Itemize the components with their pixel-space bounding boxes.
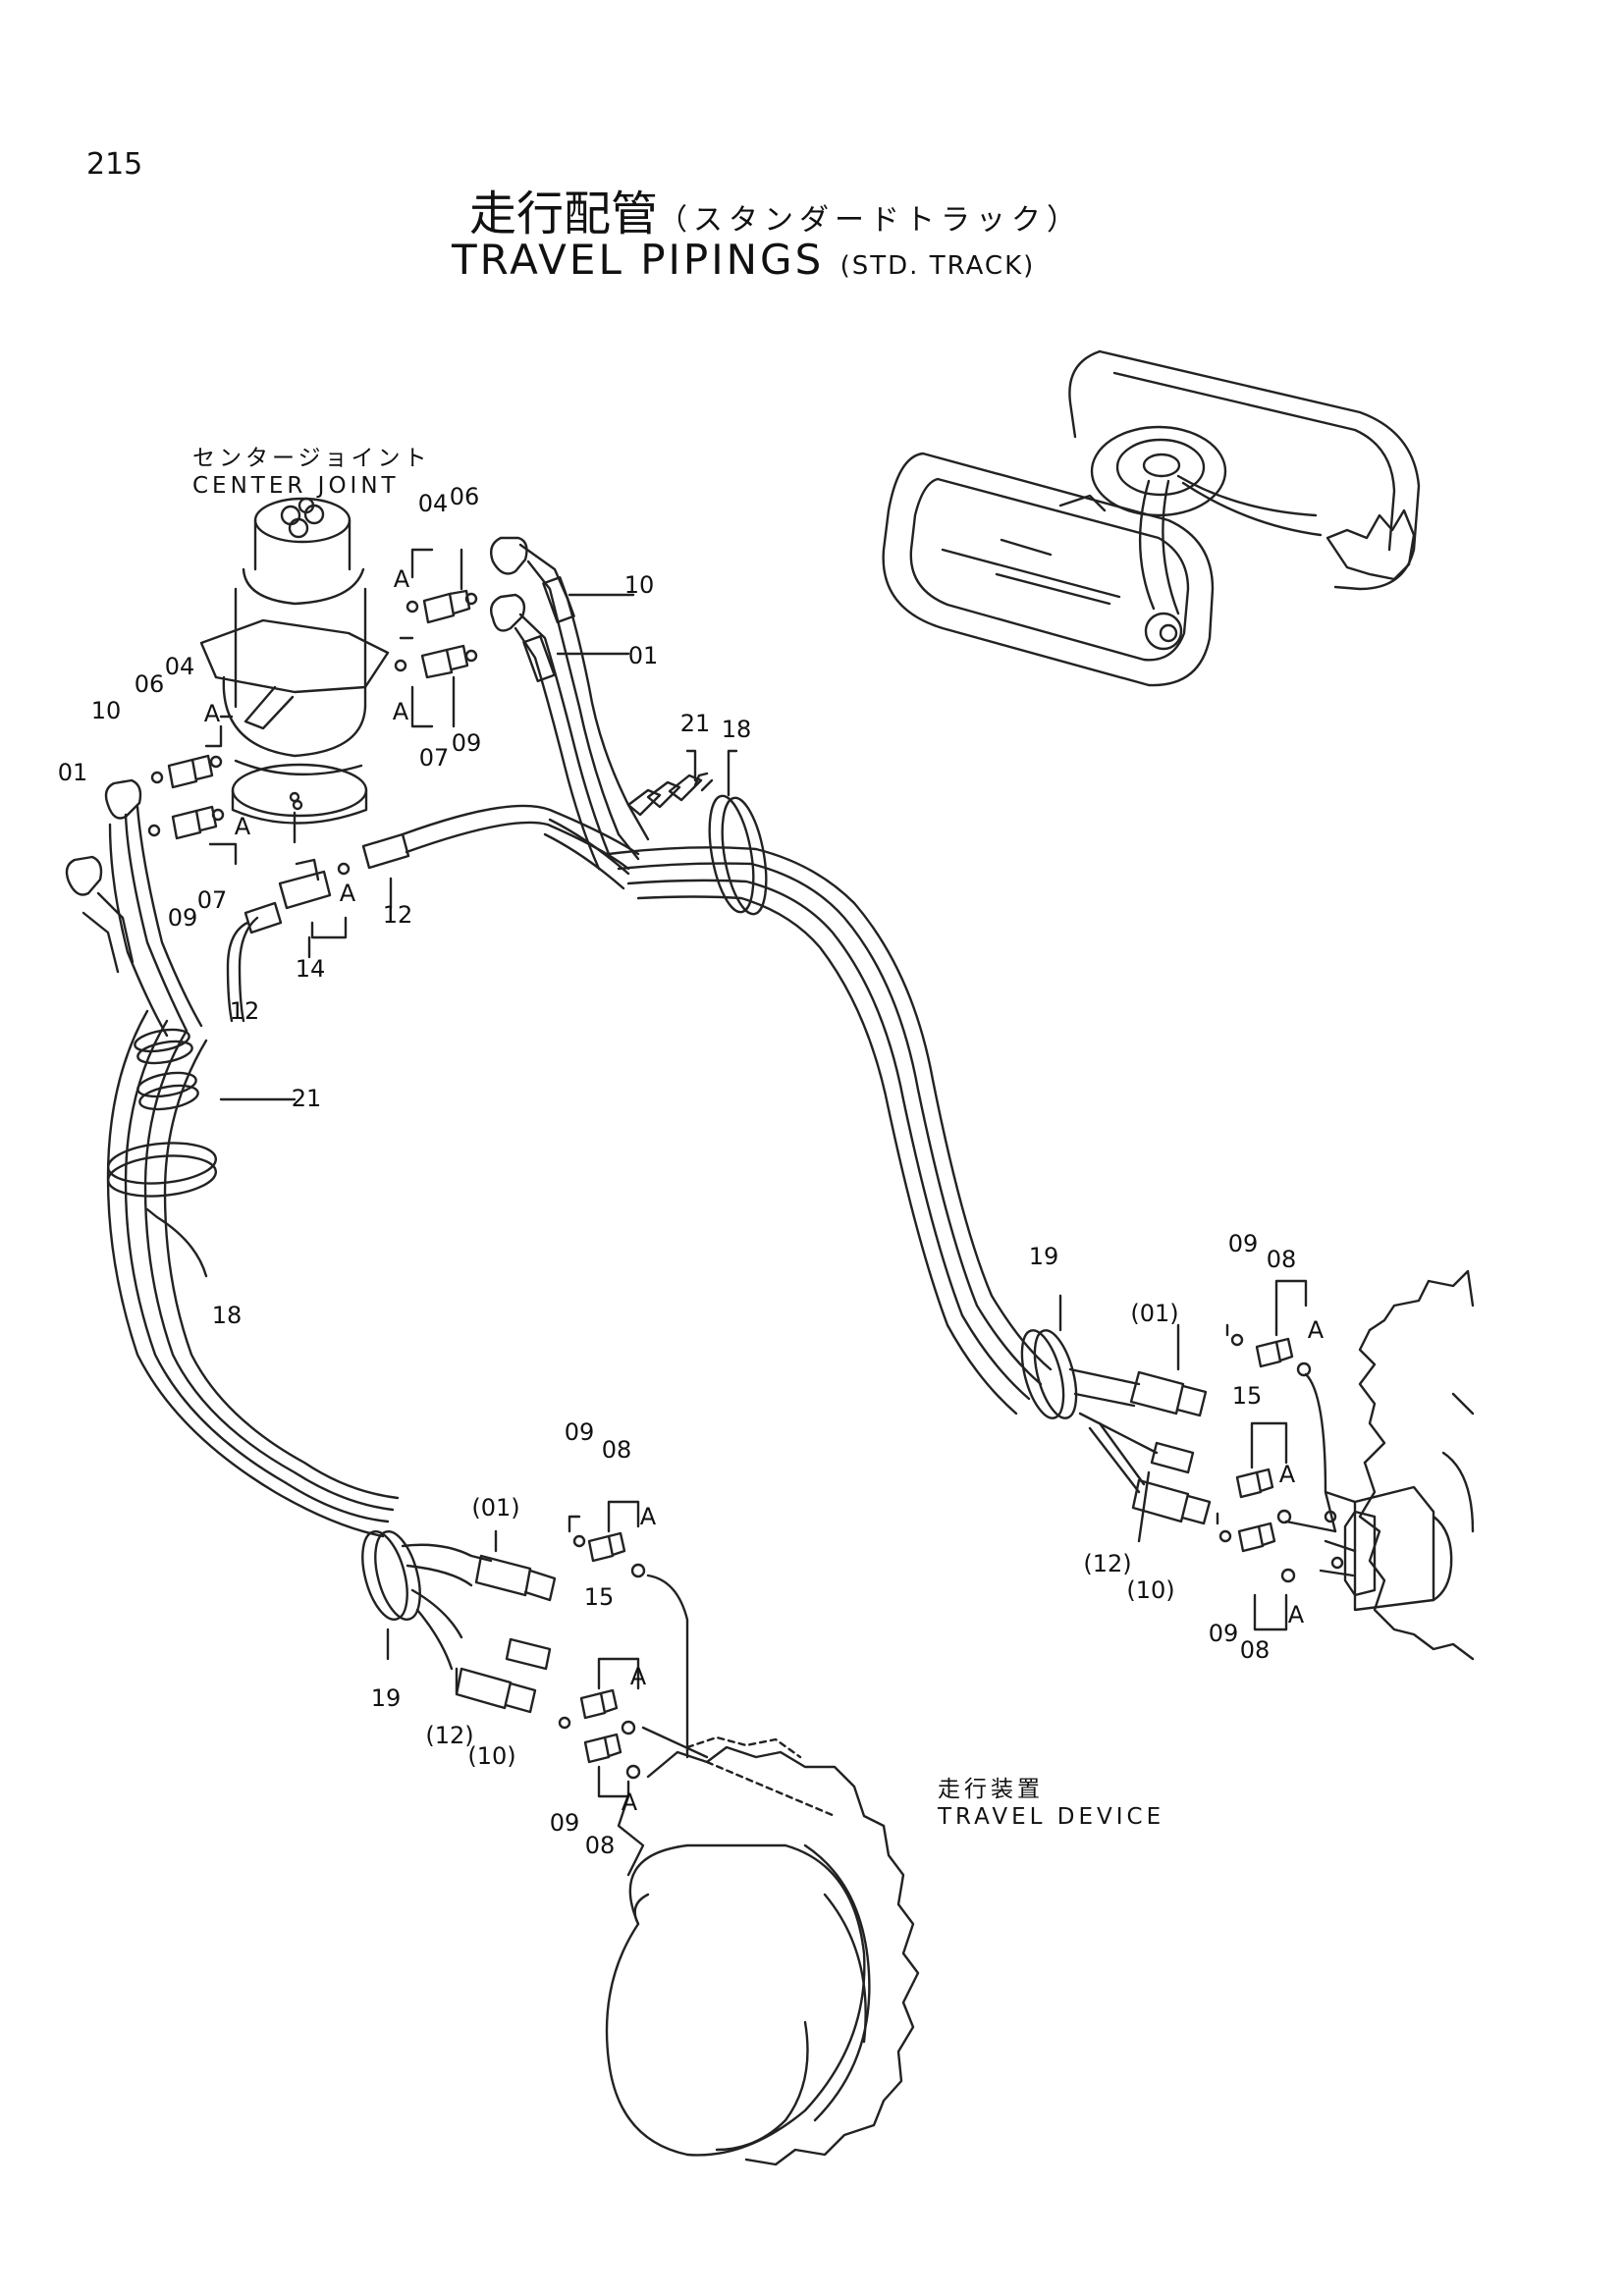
travel-device-caption-en: TRAVEL DEVICE <box>938 1804 1165 1830</box>
travel-device-lower <box>605 1735 920 2166</box>
right-hose-ends <box>1020 1279 1337 1631</box>
title-en-main: TRAVEL PIPINGS <box>452 236 825 284</box>
callout-a-right-1: A <box>1307 1316 1325 1344</box>
callout-09-right-top: 09 <box>1227 1230 1259 1257</box>
page-number: 215 <box>86 147 143 182</box>
upper-clamp-assembly <box>626 749 768 916</box>
callout-14: 14 <box>295 955 326 983</box>
title-english: TRAVEL PIPINGS (STD. TRACK) <box>452 236 1035 284</box>
callout-19-left: 19 <box>370 1684 402 1712</box>
callout-15-right: 15 <box>1231 1382 1263 1410</box>
callout-10-left-paren: (10) <box>467 1742 516 1770</box>
callout-12-left-paren: (12) <box>425 1722 474 1749</box>
callout-10-right-paren: (10) <box>1126 1576 1175 1604</box>
callout-06-upper: 06 <box>449 483 480 510</box>
callout-09-left: 09 <box>167 904 198 932</box>
title-en-sub: (STD. TRACK) <box>839 251 1036 281</box>
callout-a-tee: A <box>339 880 356 907</box>
callout-18-upper: 18 <box>721 716 752 743</box>
center-joint-caption-jp: センタージョイント <box>192 446 431 471</box>
callout-21-left: 21 <box>291 1085 322 1112</box>
center-joint <box>199 497 390 825</box>
callout-a-left-lower-2: A <box>629 1663 647 1690</box>
callout-a-left-lower-3: A <box>621 1789 638 1816</box>
callout-a-left-2: A <box>234 813 251 840</box>
callout-12-left: 12 <box>229 997 260 1025</box>
callout-09-left-bottom: 09 <box>549 1809 580 1837</box>
callout-a-upper-2: A <box>392 698 409 725</box>
undercarriage-inset <box>882 349 1421 687</box>
callout-a-left-1: A <box>203 700 221 727</box>
callout-12-right: 12 <box>382 901 413 929</box>
callout-06-left: 06 <box>134 670 165 698</box>
callout-04-upper: 04 <box>417 490 449 517</box>
callout-08-right-bottom: 08 <box>1239 1636 1271 1664</box>
center-joint-caption-en: CENTER JOINT <box>192 473 400 499</box>
left-hose-bundle <box>106 1009 400 1538</box>
callout-a-upper-1: A <box>393 565 410 593</box>
main-hose-bundle <box>543 818 1053 1415</box>
callout-a-left-lower-1: A <box>639 1503 657 1530</box>
callout-04-left: 04 <box>164 653 195 680</box>
title-jp-main: 走行配管 <box>469 187 659 241</box>
callout-10-left: 10 <box>90 697 122 724</box>
travel-device-right <box>1319 1269 1475 1661</box>
callout-a-right-2: A <box>1278 1461 1296 1488</box>
callout-08-left-bottom: 08 <box>584 1832 616 1859</box>
callout-07-upper: 07 <box>418 744 450 772</box>
callout-09-upper: 09 <box>451 729 482 757</box>
callout-07-left: 07 <box>196 886 228 914</box>
title-japanese: 走行配管（スタンダードトラック） <box>469 175 1082 243</box>
callout-15-left: 15 <box>583 1583 615 1611</box>
callout-08-right-top: 08 <box>1266 1246 1297 1273</box>
callout-01-left: 01 <box>57 759 88 786</box>
tee-fitting-and-hose-12 <box>226 799 640 1023</box>
callout-10-upper: 10 <box>623 571 655 599</box>
callout-01-upper: 01 <box>627 642 659 669</box>
callout-18-left: 18 <box>211 1302 243 1329</box>
callout-09-right-bottom: 09 <box>1208 1620 1239 1647</box>
callout-12-right-paren: (12) <box>1083 1550 1132 1577</box>
title-jp-sub: （スタンダードトラック） <box>658 203 1083 238</box>
callout-01-right: (01) <box>1130 1300 1179 1327</box>
callout-08-left-top: 08 <box>601 1436 632 1464</box>
center-joint-right-fittings <box>394 536 650 871</box>
callout-19-right: 19 <box>1028 1243 1059 1270</box>
callout-09-left-top: 09 <box>564 1418 595 1446</box>
travel-device-caption-jp: 走行装置 <box>938 1777 1044 1802</box>
lower-left-hose-ends <box>361 1500 709 1798</box>
callout-01-left-lower: (01) <box>471 1494 520 1522</box>
center-joint-left-fittings <box>65 715 238 1038</box>
callout-a-right-3: A <box>1287 1601 1305 1629</box>
callout-21-upper: 21 <box>679 710 711 737</box>
